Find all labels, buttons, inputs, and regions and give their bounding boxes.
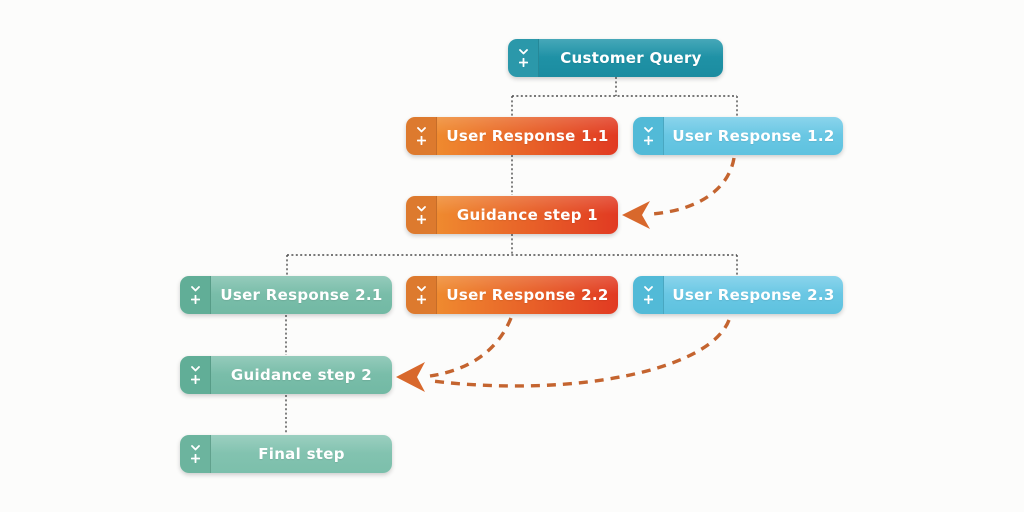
dashed-arrow-ur12-to-guidance1: [651, 157, 736, 216]
node-collapse-tab[interactable]: [180, 276, 211, 314]
chevron-down-icon: [416, 286, 426, 292]
node-final-step[interactable]: Final step: [180, 435, 392, 473]
chevron-down-icon: [190, 445, 200, 451]
node-user-response-2-1[interactable]: User Response 2.1: [180, 276, 392, 314]
node-label: Guidance step 1: [456, 206, 599, 224]
node-label: User Response 1.1: [446, 127, 609, 145]
plus-icon: [416, 294, 426, 305]
chevron-down-icon: [416, 127, 426, 133]
node-guidance-step-1[interactable]: Guidance step 1: [406, 196, 618, 234]
plus-icon: [416, 214, 426, 225]
node-label: User Response 1.2: [672, 127, 835, 145]
chevron-down-icon: [416, 206, 426, 212]
node-label: User Response 2.1: [220, 286, 383, 304]
chevron-down-icon: [190, 366, 200, 372]
plus-icon: [190, 374, 200, 385]
plus-icon: [190, 453, 200, 464]
node-collapse-tab[interactable]: [508, 39, 539, 77]
node-guidance-step-2[interactable]: Guidance step 2: [180, 356, 392, 394]
node-customer-query[interactable]: Customer Query: [508, 39, 723, 77]
node-label: Customer Query: [560, 49, 702, 67]
chevron-down-icon: [643, 286, 653, 292]
plus-icon: [416, 135, 426, 146]
plus-icon: [643, 135, 653, 146]
node-collapse-tab[interactable]: [180, 356, 211, 394]
node-label: User Response 2.2: [446, 286, 609, 304]
dashed-arrow-ur22-to-guidance2: [429, 317, 513, 378]
node-collapse-tab[interactable]: [406, 276, 437, 314]
chevron-down-icon: [190, 286, 200, 292]
connector-guidance1-to-row2: [286, 234, 738, 275]
node-collapse-tab[interactable]: [406, 117, 437, 155]
arrowhead-guidance2: [396, 362, 425, 392]
node-label: Final step: [258, 445, 345, 463]
chevron-down-icon: [643, 127, 653, 133]
node-collapse-tab[interactable]: [633, 276, 664, 314]
plus-icon: [518, 57, 528, 68]
node-label: Guidance step 2: [230, 366, 373, 384]
node-label: User Response 2.3: [672, 286, 835, 304]
node-collapse-tab[interactable]: [180, 435, 211, 473]
node-user-response-1-1[interactable]: User Response 1.1: [406, 117, 618, 155]
node-user-response-2-2[interactable]: User Response 2.2: [406, 276, 618, 314]
dashed-arrow-ur23-to-guidance2: [431, 319, 731, 388]
node-user-response-2-3[interactable]: User Response 2.3: [633, 276, 843, 314]
node-collapse-tab[interactable]: [633, 117, 664, 155]
connector-query-to-row1: [511, 77, 738, 116]
arrowhead-guidance1: [622, 201, 650, 229]
node-collapse-tab[interactable]: [406, 196, 437, 234]
plus-icon: [643, 294, 653, 305]
plus-icon: [190, 294, 200, 305]
node-user-response-1-2[interactable]: User Response 1.2: [633, 117, 843, 155]
chevron-down-icon: [518, 49, 528, 55]
